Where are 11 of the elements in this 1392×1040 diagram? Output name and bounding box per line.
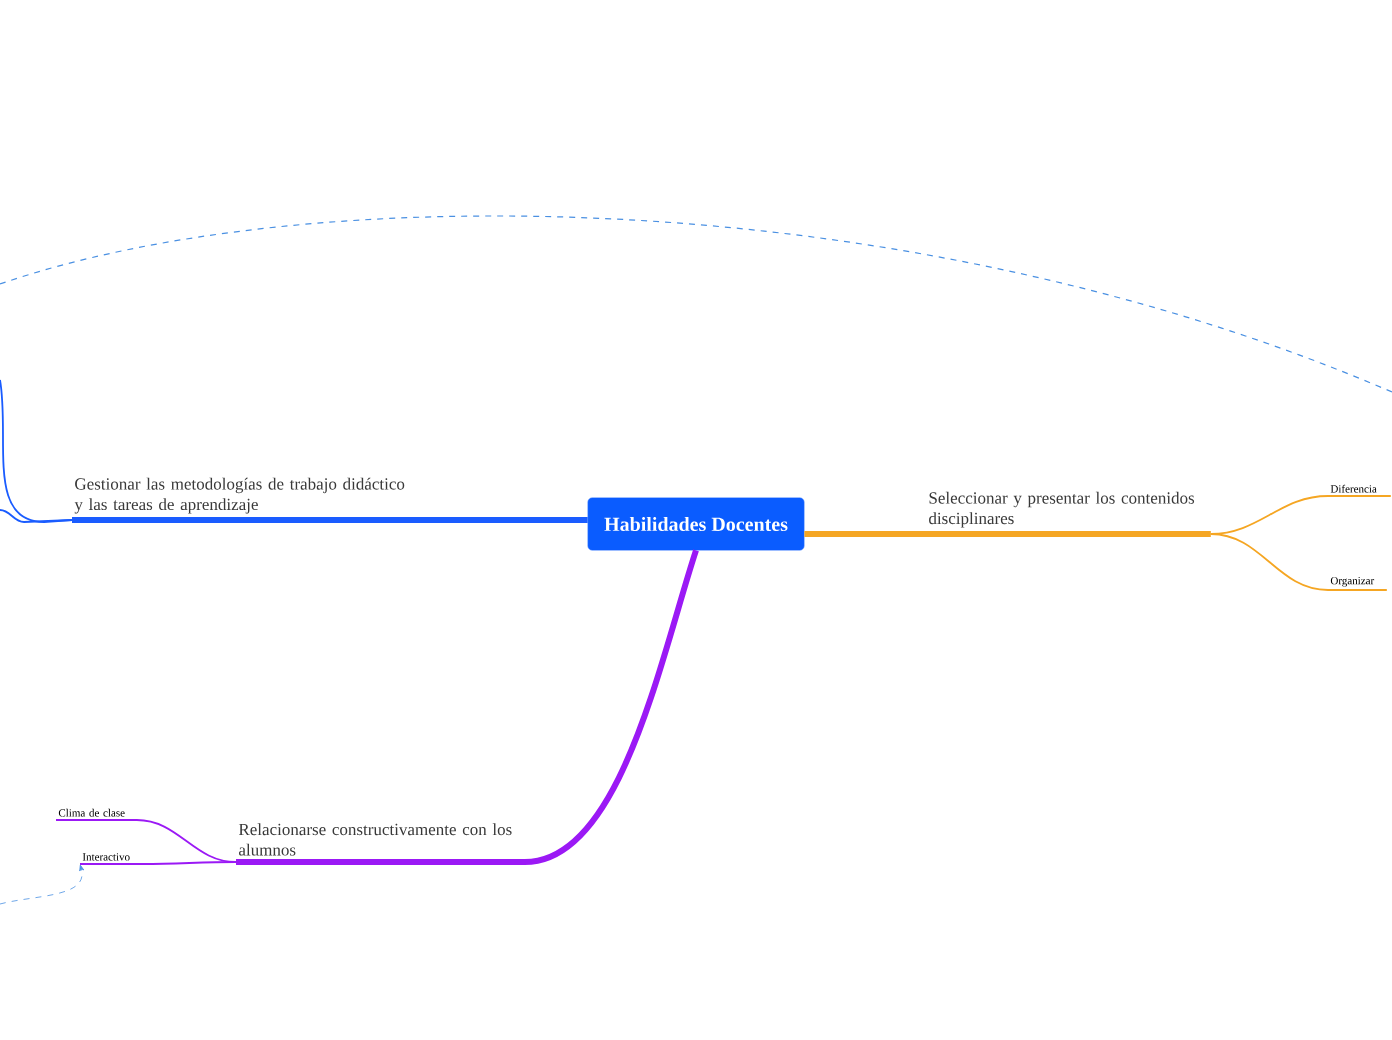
branch-line xyxy=(1209,533,1388,591)
topic-label: Seleccionar y presentar los contenidos disciplinares xyxy=(929,491,1195,528)
branch-line xyxy=(0,509,73,523)
topic-label: Relacionarse constructivamente con los alumnos xyxy=(238,823,512,856)
branch-line xyxy=(79,861,237,865)
branch-line xyxy=(804,531,1211,537)
dashed-arrow xyxy=(0,864,85,905)
branch-line xyxy=(236,549,699,865)
topic-label: Gestionar las metodologías de trabajo didáctico y las tareas de aprendizaje xyxy=(74,477,405,514)
central-topic-box: Habilidades Docentes xyxy=(587,497,805,551)
branch-line xyxy=(72,517,588,523)
